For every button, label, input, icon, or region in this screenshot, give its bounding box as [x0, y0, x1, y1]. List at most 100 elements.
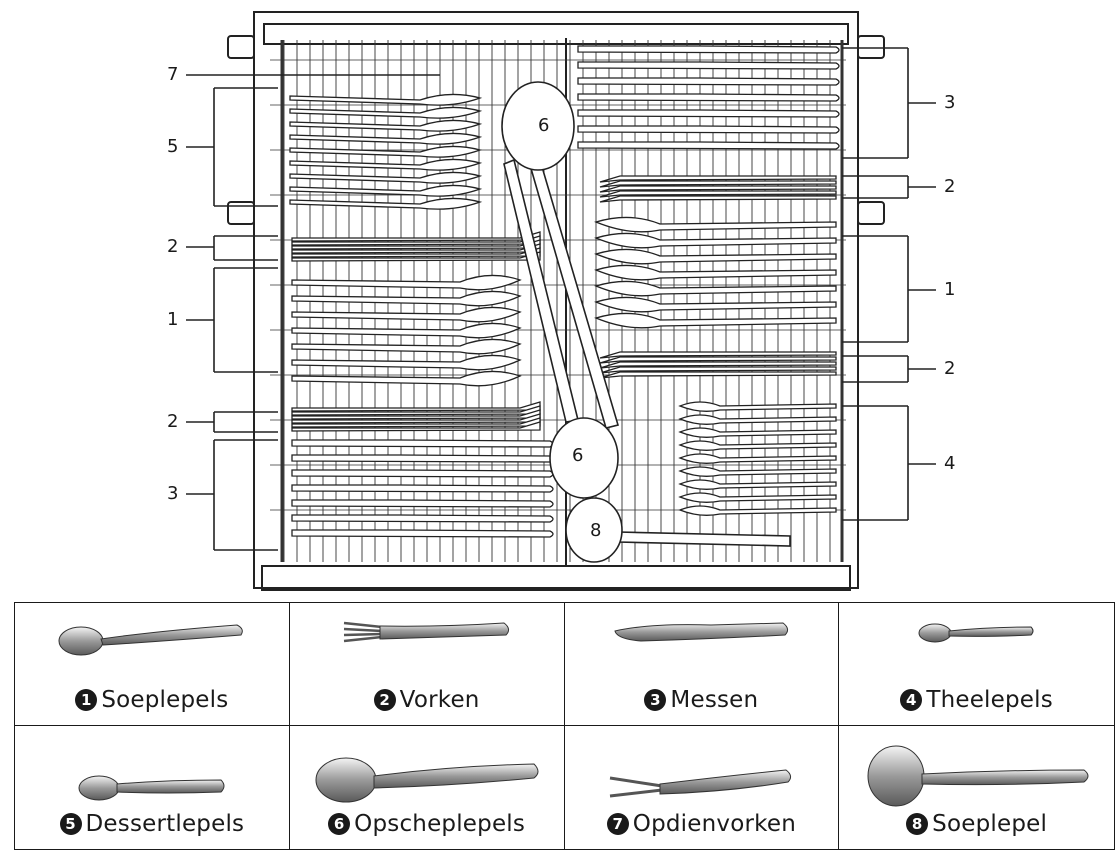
fork — [599, 195, 837, 203]
soup-spoon — [291, 354, 522, 371]
legend-label: Theelepels — [926, 687, 1053, 713]
fork — [599, 175, 837, 183]
knife — [577, 109, 840, 118]
knife — [577, 93, 840, 102]
knife — [291, 499, 554, 508]
soup-spoon — [291, 290, 522, 307]
teaspoon — [678, 505, 837, 516]
dessert-spoon-icon — [78, 775, 225, 801]
soup-spoon — [594, 280, 837, 297]
callout-soup-spoons-left: 1 — [167, 309, 179, 330]
knife — [577, 125, 840, 134]
teaspoon — [678, 492, 837, 503]
soup-spoon — [594, 232, 837, 249]
teaspoon — [678, 466, 837, 477]
number-badge: 1 — [75, 689, 98, 711]
teaspoon — [678, 479, 837, 490]
dessert-spoon — [289, 184, 483, 197]
callout-soup-spoons-right: 1 — [944, 279, 956, 300]
fork-icon — [343, 621, 509, 643]
callout-forks-left-bottom: 2 — [167, 411, 179, 432]
callout-dessert-spoons: 5 — [167, 136, 179, 157]
serving-spoon-lower — [503, 158, 619, 499]
fork — [599, 356, 837, 364]
label-ladle: 8 — [590, 520, 602, 541]
knife — [291, 514, 554, 523]
label-serving-spoon-lower: 6 — [572, 445, 584, 466]
callout-forks-right-bottom: 2 — [944, 358, 956, 379]
soup-spoon — [291, 274, 522, 291]
knife — [291, 439, 554, 448]
legend-label: Opdienvorken — [632, 811, 796, 837]
legend-label: Soeplepel — [932, 811, 1048, 837]
number-badge: 5 — [59, 813, 82, 835]
serving-fork-icon — [610, 769, 792, 798]
dessert-spoon — [289, 171, 483, 184]
knife — [577, 141, 840, 150]
teaspoon — [678, 440, 837, 451]
side-rollers — [227, 35, 885, 225]
legend-label: Soeplepels — [101, 687, 229, 713]
callout-knives-left: 3 — [167, 483, 179, 504]
number-badge: 7 — [606, 813, 629, 835]
callout-serving-forks: 7 — [167, 64, 179, 85]
serving-spoon-icon — [315, 757, 539, 803]
teaspoon-icon — [918, 623, 1034, 643]
callout-knives-right: 3 — [944, 92, 956, 113]
number-badge: 2 — [373, 689, 396, 711]
callout-forks-left-top: 2 — [167, 236, 179, 257]
soup-spoon — [594, 248, 837, 265]
knife — [577, 45, 840, 54]
soup-spoon — [594, 216, 837, 233]
teaspoon — [678, 453, 837, 464]
ladle-icon — [867, 745, 1089, 807]
teaspoon — [678, 414, 837, 425]
knife-icon — [614, 622, 789, 642]
cutlery-rack-diagram — [186, 11, 936, 591]
dessert-spoon — [289, 93, 483, 106]
knife — [291, 469, 554, 478]
fork — [599, 190, 837, 198]
knife — [291, 454, 554, 463]
dessert-spoon — [289, 132, 483, 145]
knife — [577, 61, 840, 70]
fork — [599, 185, 837, 193]
dessert-spoon — [289, 145, 483, 158]
fork — [599, 366, 837, 374]
callout-teaspoons: 4 — [944, 453, 956, 474]
fork — [599, 351, 837, 359]
fork — [291, 421, 541, 432]
soup-spoon — [594, 312, 837, 329]
dessert-spoon — [289, 158, 483, 171]
fork — [599, 371, 837, 379]
soup-spoon — [594, 264, 837, 281]
legend-label: Messen — [670, 687, 759, 713]
fork — [599, 180, 837, 188]
fork — [599, 361, 837, 369]
knife — [291, 529, 554, 538]
ladle-in-rack — [565, 497, 791, 563]
soup-spoon-icon — [58, 624, 243, 656]
soup-spoon — [291, 322, 522, 339]
soup-spoon — [594, 296, 837, 313]
dessert-spoon — [289, 197, 483, 210]
soup-spoon — [291, 306, 522, 323]
label-serving-spoon-upper: 6 — [538, 115, 550, 136]
number-badge: 6 — [328, 813, 351, 835]
teaspoon — [678, 401, 837, 412]
callout-leaders — [186, 47, 936, 551]
number-badge: 4 — [900, 689, 923, 711]
dessert-spoon — [289, 106, 483, 119]
knife — [291, 484, 554, 493]
fork — [291, 251, 541, 262]
knife — [577, 77, 840, 86]
fork — [291, 231, 541, 242]
legend-label: Opscheplepels — [354, 811, 526, 837]
